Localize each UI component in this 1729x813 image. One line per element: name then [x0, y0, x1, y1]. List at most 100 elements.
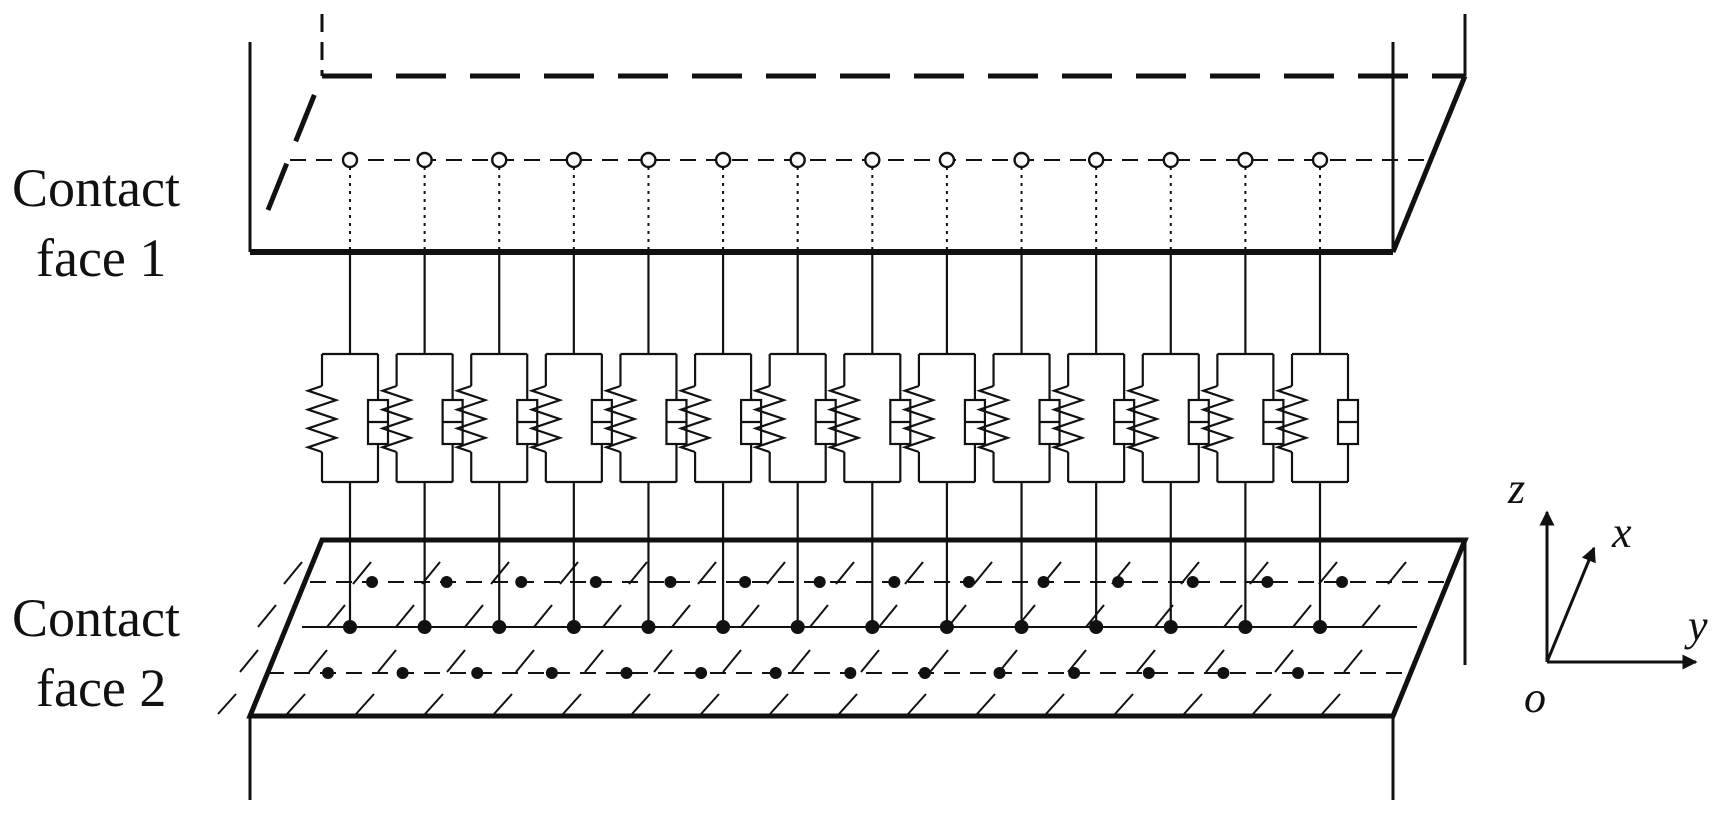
contact-face-1-left-edge: [265, 75, 325, 211]
lower-body: [217, 537, 1469, 800]
upper-node: [416, 151, 433, 169]
spring-damper-element: [1274, 151, 1360, 634]
back-node-dot: [888, 576, 901, 588]
upper-node: [341, 151, 359, 169]
back-node-dot: [1037, 576, 1050, 588]
hatch-mark: [283, 561, 303, 585]
z-axis-label: z: [1507, 464, 1525, 513]
hatch-mark: [671, 604, 691, 628]
spring: [826, 384, 862, 454]
spring-damper-element: [976, 151, 1061, 634]
upper-node: [565, 151, 583, 169]
hatch-mark: [257, 604, 277, 628]
hatch-mark: [239, 649, 259, 673]
upper-node: [1087, 151, 1105, 169]
coordinate-system: [1539, 510, 1698, 670]
upper-node: [789, 151, 806, 169]
spring-damper-element: [528, 151, 613, 634]
hatch-mark: [631, 693, 651, 715]
face-labels: Contact face 1 Contact face 2: [12, 158, 180, 718]
back-node-dot: [440, 576, 453, 588]
front-node-dot: [1292, 667, 1304, 679]
origin-label: o: [1524, 673, 1546, 722]
hatch-mark: [1180, 561, 1200, 585]
spring: [528, 384, 564, 454]
contact-face-2-hatching: [217, 561, 1407, 715]
spring-damper-element: [752, 151, 837, 634]
spring-damper-element: [453, 151, 539, 634]
hatch-mark: [1361, 604, 1381, 628]
hatch-mark: [352, 561, 372, 585]
spring-damper-element: [901, 151, 987, 634]
hatch-mark: [1249, 561, 1269, 585]
hatch-mark: [1085, 604, 1105, 628]
spring-damper-element: [1125, 151, 1210, 634]
hatch-mark: [976, 693, 996, 715]
hatch-mark: [860, 649, 880, 673]
front-node-dot: [993, 667, 1006, 679]
back-node-dot: [1186, 576, 1199, 588]
upper-node: [1237, 151, 1254, 169]
hatch-mark: [838, 693, 858, 715]
front-node-dot: [471, 667, 484, 679]
hatch-mark: [904, 561, 924, 585]
hatch-mark: [791, 649, 811, 673]
spring: [901, 384, 937, 454]
lower-node: [641, 620, 656, 634]
front-node-dot: [396, 667, 409, 679]
hatch-mark: [1205, 649, 1225, 673]
spring-damper-element: [826, 151, 912, 634]
spring: [677, 384, 713, 454]
upper-body: [248, 14, 1468, 255]
back-node-dot: [813, 576, 826, 588]
hatch-mark: [424, 693, 444, 715]
lower-node: [566, 620, 581, 634]
lower-node: [1163, 620, 1178, 634]
lower-node: [865, 620, 880, 634]
spring-damper-element: [603, 151, 688, 634]
upper-node: [938, 151, 956, 169]
hatch-mark: [1183, 693, 1203, 715]
contact-face-2-nodes: [322, 576, 1348, 679]
spring: [1050, 384, 1086, 454]
hatch-mark: [602, 604, 622, 628]
contact-face-2-label-line1: Contact: [12, 588, 180, 648]
hatch-mark: [1114, 693, 1134, 715]
hatch-mark: [326, 604, 346, 628]
upper-node: [1013, 151, 1030, 169]
hatch-mark: [769, 693, 789, 715]
hatch-mark: [395, 604, 415, 628]
x-axis-label: x: [1611, 508, 1632, 557]
back-node-dot: [589, 576, 602, 588]
hatch-mark: [1274, 649, 1294, 673]
lower-node: [716, 620, 731, 634]
front-node-dot: [1068, 667, 1081, 679]
back-node-dot: [739, 576, 752, 588]
hatch-mark: [929, 649, 949, 673]
hatch-mark: [1045, 693, 1065, 715]
hatch-mark: [1252, 693, 1272, 715]
upper-node: [1311, 151, 1329, 169]
contact-face-1-right-edge: [1390, 75, 1468, 253]
hatch-mark: [446, 649, 466, 673]
hatch-mark: [533, 604, 553, 628]
hatch-mark: [653, 649, 673, 673]
spring: [304, 384, 340, 454]
hatch-mark: [697, 561, 717, 585]
hatch-mark: [740, 604, 760, 628]
lower-node: [1313, 620, 1327, 634]
front-node-dot: [695, 667, 708, 679]
hatch-mark: [1321, 693, 1341, 715]
spring: [1199, 384, 1235, 454]
hatch-mark: [1223, 604, 1243, 628]
hatch-mark: [809, 604, 829, 628]
spring-damper-element: [304, 151, 390, 634]
hatch-mark: [559, 561, 579, 585]
upper-node: [491, 151, 508, 169]
back-node-dot: [1336, 576, 1348, 588]
hatch-mark: [562, 693, 582, 715]
hatch-mark: [1387, 561, 1407, 585]
lower-node: [790, 620, 805, 634]
lower-node: [417, 620, 432, 634]
